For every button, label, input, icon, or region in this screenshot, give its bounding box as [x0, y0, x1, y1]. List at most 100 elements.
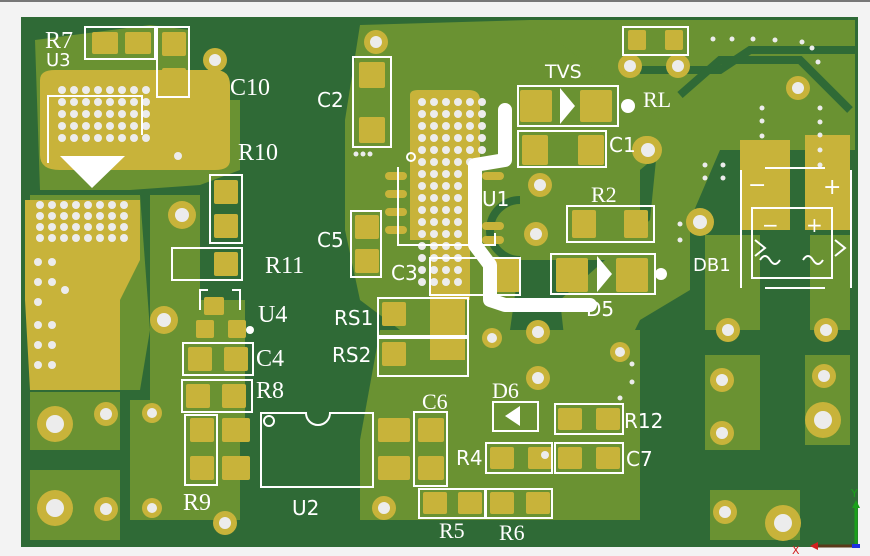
smd-pad: [190, 418, 214, 442]
via: [454, 146, 462, 154]
micro-via: [799, 39, 805, 45]
silkscreen-outlines: [47, 26, 852, 519]
smd-pad: [125, 32, 151, 54]
via: [120, 234, 128, 242]
via: [58, 110, 66, 118]
drill-hole: [534, 179, 546, 191]
via: [430, 158, 438, 166]
via: [120, 212, 128, 220]
smd-pad: [190, 456, 214, 480]
drill-hole: [100, 503, 112, 515]
outline-RS2: [377, 337, 469, 377]
outline-U4: [199, 289, 241, 310]
drill-hole: [774, 514, 792, 532]
outline-R4: [485, 442, 553, 474]
u4-marker: [246, 326, 254, 334]
drill-hole: [541, 451, 549, 459]
drill-hole: [378, 502, 390, 514]
via: [442, 266, 450, 274]
micro-via: [677, 221, 683, 227]
y-axis-label: Y: [850, 487, 858, 500]
via: [36, 234, 44, 242]
via: [418, 122, 426, 130]
smd-pad: [224, 347, 248, 371]
via: [84, 223, 92, 231]
silkscreen-labels: R7 U3 C10 R10 R11 U4 C4 R8 R9 U2 C2 C5 C…: [45, 28, 841, 545]
via: [130, 98, 138, 106]
via: [466, 98, 474, 106]
via: [118, 122, 126, 130]
smd-pad: [490, 447, 514, 469]
via: [106, 134, 114, 142]
label-R10: R10: [238, 140, 278, 166]
micro-via: [720, 162, 726, 168]
via: [48, 341, 56, 349]
drill-hole: [672, 60, 684, 72]
drill-hole: [615, 347, 625, 357]
outline-R9: [184, 414, 218, 486]
drill-hole: [530, 228, 542, 240]
via: [478, 122, 486, 130]
label-R12: R12: [624, 409, 663, 433]
label-R11: R11: [265, 253, 304, 279]
z-axis-marker: [852, 544, 860, 548]
x-axis-label: X: [792, 544, 800, 556]
u1-pin: [482, 222, 504, 230]
via: [478, 134, 486, 142]
via: [430, 206, 438, 214]
via: [96, 212, 104, 220]
smd-pad: [355, 215, 379, 239]
smd-pad: [196, 320, 214, 338]
via: [60, 234, 68, 242]
via: [430, 134, 438, 142]
smd-pad: [355, 249, 379, 273]
smd-pad: [228, 320, 246, 338]
through-hole-pads: [37, 30, 841, 541]
smd-pad: [378, 456, 410, 480]
label-R6: R6: [499, 520, 525, 545]
via: [442, 278, 450, 286]
drill-hole: [818, 370, 830, 382]
label-U3: U3: [46, 50, 71, 71]
via: [442, 122, 450, 130]
via: [58, 86, 66, 94]
via: [108, 212, 116, 220]
via: [430, 218, 438, 226]
micro-via: [677, 237, 683, 243]
outline-C3: [429, 257, 521, 296]
via: [70, 110, 78, 118]
db1-minus-inner: −: [762, 213, 779, 237]
micro-via: [702, 162, 708, 168]
u1-pin: [385, 208, 407, 216]
drill-hole: [820, 324, 832, 336]
via: [130, 110, 138, 118]
u2-marker: [263, 415, 275, 427]
smd-pad: [92, 32, 118, 54]
via: [82, 98, 90, 106]
via: [108, 201, 116, 209]
via: [466, 134, 474, 142]
label-U4: U4: [258, 302, 287, 328]
label-R7: R7: [45, 28, 73, 54]
via: [478, 110, 486, 118]
label-C4: C4: [256, 346, 284, 372]
via: [418, 98, 426, 106]
via: [442, 218, 450, 226]
u1-pin: [385, 226, 407, 234]
via: [442, 110, 450, 118]
via: [48, 258, 56, 266]
label-C5: C5: [317, 228, 344, 252]
via: [108, 234, 116, 242]
via: [454, 170, 462, 178]
smd-pad: [522, 135, 548, 165]
db1-plus-outer: +: [823, 175, 841, 200]
via: [454, 206, 462, 214]
micro-via: [750, 36, 756, 42]
label-C7: C7: [626, 447, 653, 471]
x-axis-arrow-icon: [810, 542, 818, 550]
micro-via: [817, 147, 823, 153]
label-R4: R4: [456, 446, 483, 470]
micro-via: [759, 133, 765, 139]
via: [94, 134, 102, 142]
via: [106, 110, 114, 118]
